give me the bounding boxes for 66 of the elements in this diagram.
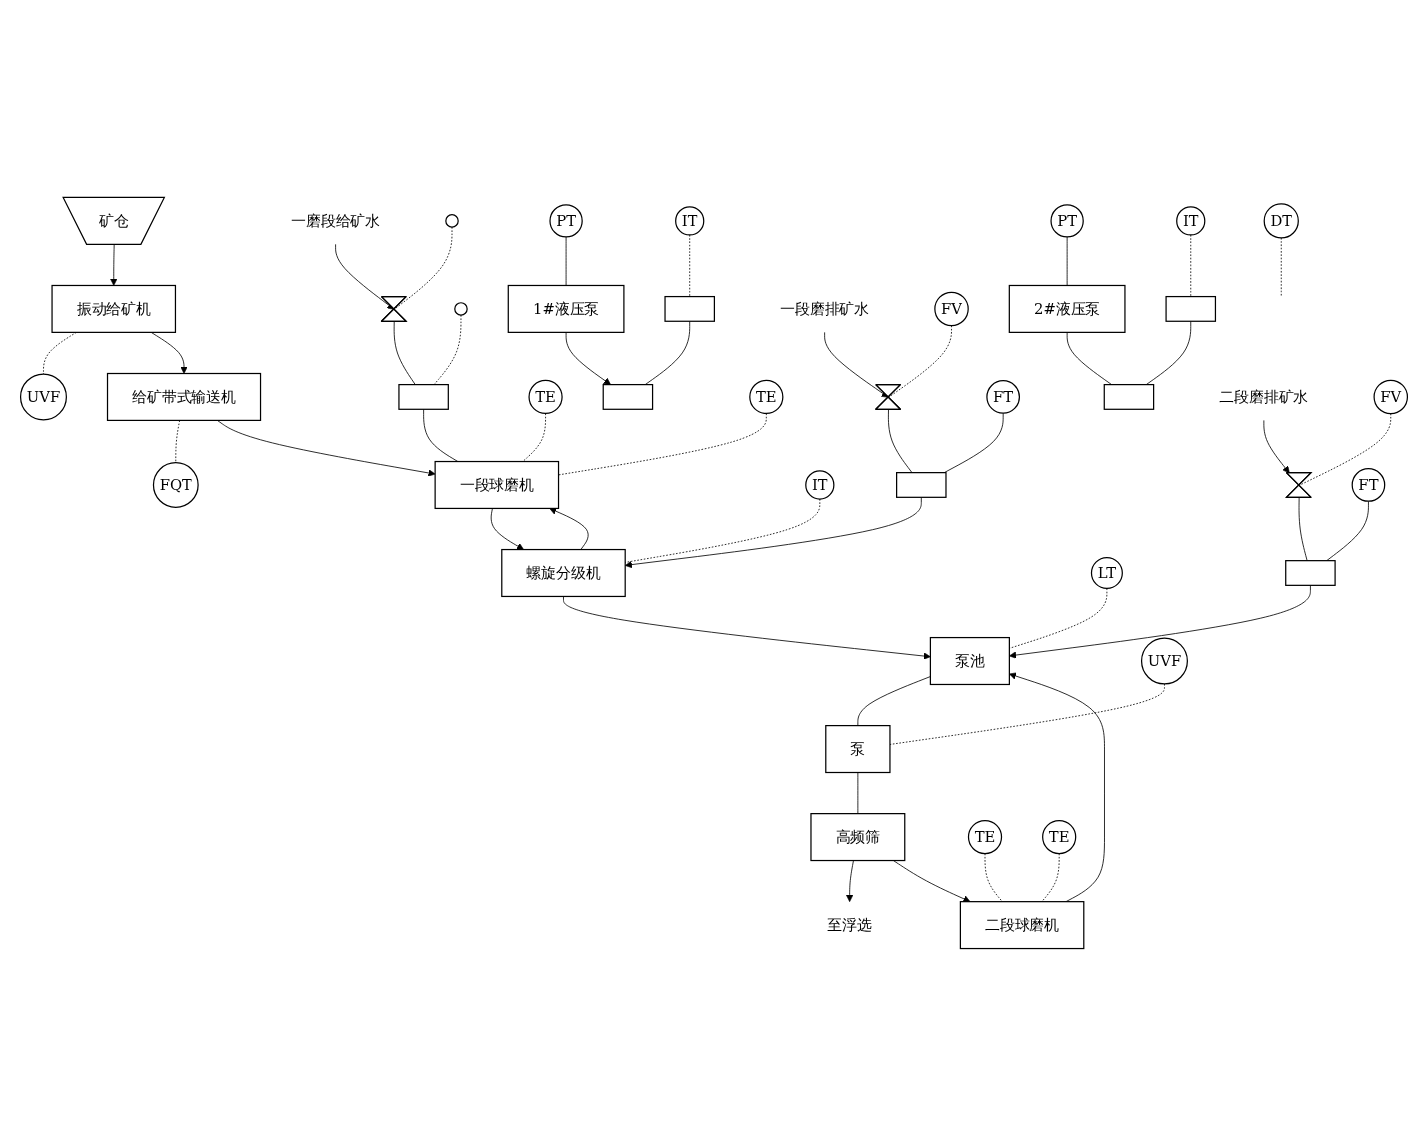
node-box: 给矿带式输送机 (106, 372, 261, 421)
node-circle: UVF (1140, 637, 1188, 685)
node-box: 振动给矿机 (50, 284, 176, 333)
connector (393, 320, 416, 385)
connector (1189, 234, 1191, 297)
node-bar (602, 383, 653, 410)
node-circle: PT (548, 203, 583, 238)
node-circle: IT (674, 205, 704, 236)
node-circle: FT (985, 379, 1020, 414)
node-box (1164, 295, 1216, 322)
connector (984, 852, 1003, 902)
node-box (1284, 559, 1336, 586)
connector (565, 236, 566, 286)
node-circle: UVF (19, 372, 67, 420)
node-circle: IT (1175, 205, 1205, 236)
node-text: 一段磨排矿水 (779, 299, 869, 318)
connector (433, 314, 461, 385)
node-box: 2#液压泵 (1008, 284, 1126, 333)
node-box: 1#液压泵 (507, 284, 624, 333)
connector (1145, 320, 1191, 385)
node-text: 二段磨排矿水 (1218, 387, 1308, 406)
connector (1066, 331, 1112, 385)
node-circle: FQT (152, 461, 199, 508)
connector (943, 412, 1004, 473)
connector (1008, 587, 1107, 649)
node-box: 泵 (824, 724, 891, 773)
connector (1325, 500, 1369, 561)
connector (889, 683, 1165, 745)
node-circle: FV (933, 291, 969, 326)
connector (624, 498, 820, 563)
node-box (895, 471, 947, 498)
node-circle: FV (1373, 379, 1408, 414)
node-box: 泵池 (929, 636, 1010, 685)
node-circle: PT (1049, 203, 1084, 238)
connector (521, 412, 546, 462)
node-box (397, 383, 449, 410)
node-bar (1103, 383, 1154, 410)
connector (644, 320, 690, 385)
node-text: 一磨段给矿水 (290, 211, 380, 230)
node-circle: IT (804, 469, 834, 500)
node-circle: LT (1090, 556, 1123, 589)
connector (887, 408, 912, 473)
connector (42, 331, 77, 374)
connector (1280, 237, 1282, 297)
connector (1298, 496, 1308, 561)
node-box: 高频筛 (809, 812, 905, 861)
node-circle (444, 213, 459, 228)
node-circle: TE (748, 379, 783, 414)
connector (856, 771, 858, 814)
connector (174, 419, 180, 463)
node-circle: TE (967, 819, 1002, 854)
connector (393, 226, 452, 310)
node-circle (453, 301, 468, 316)
node-text: 至浮选 (826, 915, 872, 934)
node-circle: DT (1263, 202, 1299, 239)
connector (1066, 236, 1068, 286)
node-box (663, 295, 715, 322)
node-circle: TE (527, 379, 563, 414)
node-circle: TE (1041, 819, 1076, 854)
node-box: 一段球磨机 (434, 460, 559, 509)
node-box: 螺旋分级机 (500, 548, 626, 597)
connector (422, 408, 458, 462)
connector (1298, 412, 1391, 486)
node-box: 二段球磨机 (959, 900, 1084, 949)
connector (688, 234, 690, 297)
node-circle: FT (1351, 467, 1385, 502)
